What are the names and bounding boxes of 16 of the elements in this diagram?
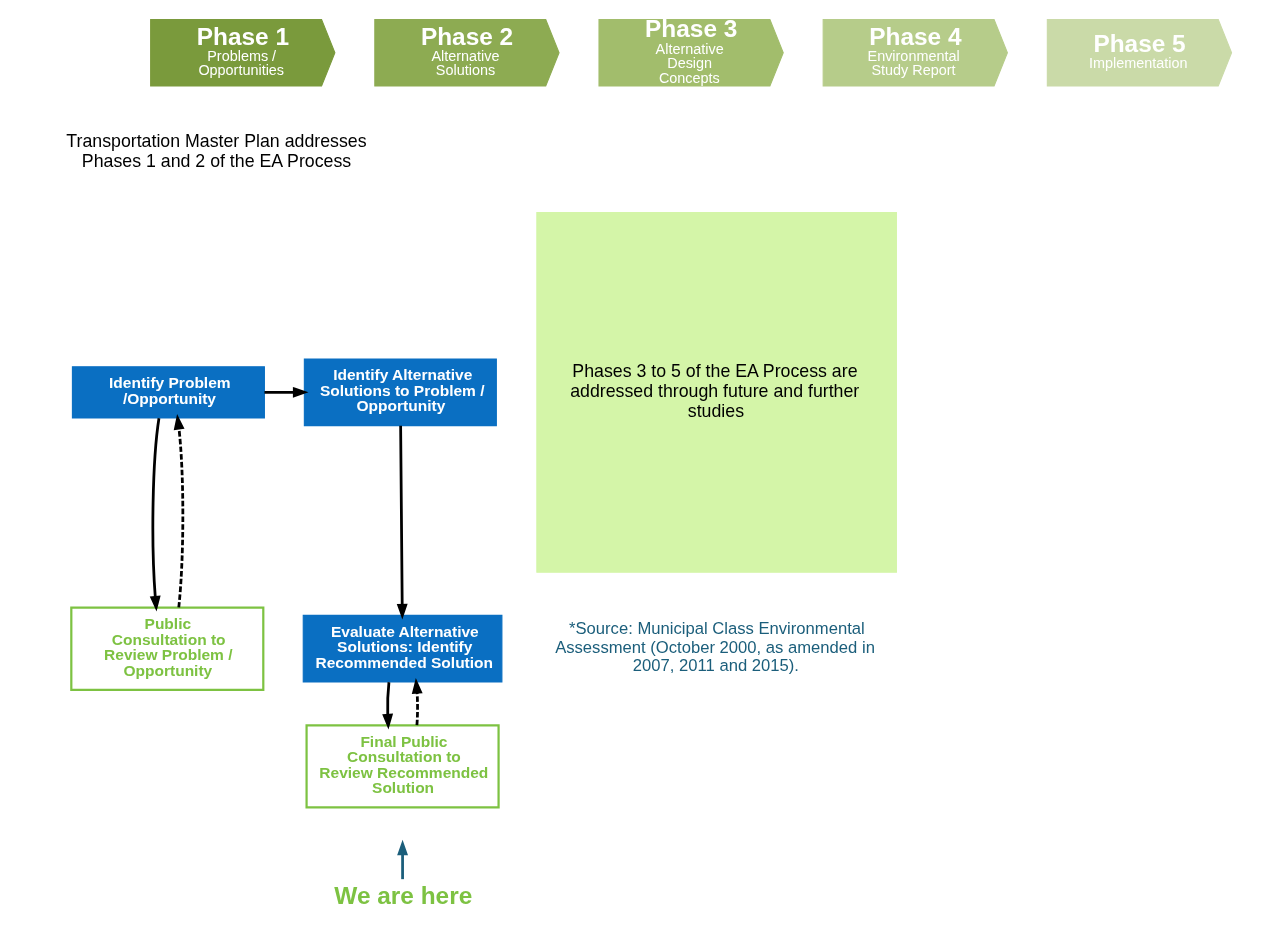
node-box: Identify Problem /Opportunity bbox=[71, 366, 265, 419]
node-box: Phases 3 to 5 of the EA Process are addressed through future and further studies bbox=[535, 212, 897, 573]
arrow bbox=[173, 414, 185, 608]
node-box: Public Consultation to Review Problem / Opportunity bbox=[69, 606, 264, 691]
node-text: We are here bbox=[333, 882, 472, 910]
node-box: Identify Alternative Solutions to Problem / Opportunity bbox=[303, 358, 497, 427]
label: *Source: Municipal Class Environmental Assessment (October 2000, as amended in 2007, 2011 and 2015). bbox=[554, 618, 875, 676]
arrow bbox=[396, 839, 408, 880]
arrow bbox=[381, 682, 393, 730]
node-box: Final Public Consultation to Review Recommended Solution bbox=[304, 724, 500, 809]
node-box: Evaluate Alternative Solutions: Identify Recommended Solution bbox=[302, 614, 502, 683]
arrow bbox=[263, 386, 308, 398]
arrow bbox=[411, 678, 423, 726]
arrow bbox=[396, 425, 408, 620]
arrow bbox=[149, 418, 161, 612]
label: Transportation Master Plan addresses Phases 1 and 2 of the EA Process bbox=[65, 130, 367, 171]
